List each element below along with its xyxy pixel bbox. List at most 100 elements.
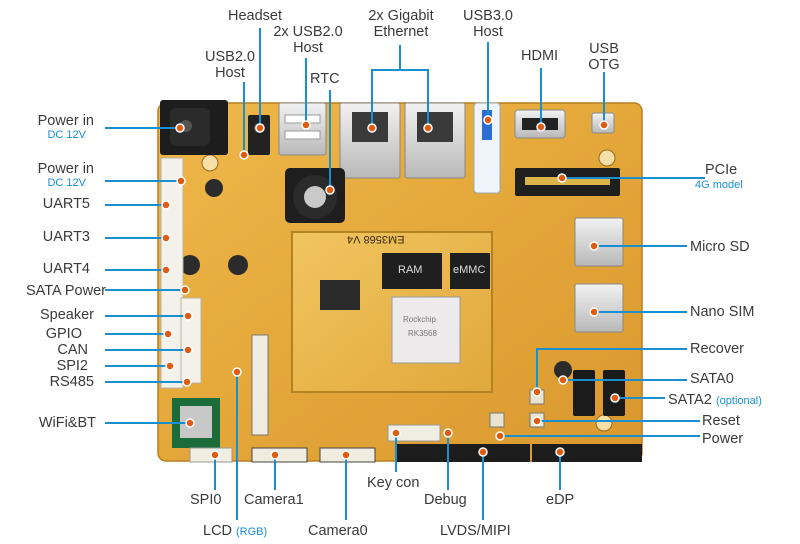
marker-dot <box>165 361 175 371</box>
marker-dot <box>557 173 567 183</box>
label-sata2-sub: (optional) <box>716 395 762 407</box>
label-camera1: Camera1 <box>244 492 304 508</box>
label-wifi-bt: WiFi&BT <box>38 415 96 431</box>
label-rtc: RTC <box>310 71 340 87</box>
marker-dot <box>423 123 433 133</box>
marker-dot <box>478 447 488 457</box>
label-sata2: SATA2 <box>668 392 712 408</box>
label-speaker: Speaker <box>39 307 94 323</box>
label-sata-power: SATA Power <box>25 283 106 299</box>
marker-dot <box>367 123 377 133</box>
marker-dot <box>270 450 280 460</box>
sata2-connector <box>603 370 625 416</box>
marker-dot <box>183 311 193 321</box>
sata0-connector <box>573 370 595 416</box>
marker-dot <box>239 150 249 160</box>
marker-dot <box>180 285 190 295</box>
lvds-header <box>395 444 530 462</box>
label-uart5: UART5 <box>42 196 90 212</box>
label-key-con: Key con <box>367 475 420 491</box>
marker-dot <box>210 450 220 460</box>
label-lvds-mipi: LVDS/MIPI <box>440 523 511 539</box>
marker-dot <box>555 447 565 457</box>
label-hdmi: HDMI <box>521 48 559 64</box>
label-usb2-left-2: Host <box>215 65 245 81</box>
marker-dot <box>495 431 505 441</box>
soc-chip <box>391 296 461 364</box>
label-usb3-2: Host <box>473 24 503 40</box>
marker-dot <box>599 120 609 130</box>
marker-dot <box>589 307 599 317</box>
marker-dot <box>161 233 171 243</box>
label-power: Power <box>702 431 744 447</box>
label-lcd-sub: (RGB) <box>236 526 268 538</box>
label-edp: eDP <box>546 492 575 508</box>
marker-dot <box>532 416 542 426</box>
marker-dot <box>183 345 193 355</box>
label-usb2-top-2: Host <box>293 40 323 56</box>
marker-dot <box>558 375 568 385</box>
soc-model-label: RK3568 <box>408 329 437 338</box>
label-micro-sd: Micro SD <box>690 239 750 255</box>
label-spi2: SPI2 <box>56 358 88 374</box>
ram-chip-label: RAM <box>398 264 423 276</box>
label-sata0: SATA0 <box>690 371 734 387</box>
label-headset: Headset <box>228 8 283 24</box>
soc-brand-label: Rockchip <box>403 315 436 324</box>
ram-chip <box>382 253 442 289</box>
key-con-connector <box>387 424 441 442</box>
label-gpio: GPIO <box>45 326 82 342</box>
marker-dot <box>610 393 620 403</box>
micro-sd-slot <box>574 217 624 267</box>
emmc-chip-label: eMMC <box>453 264 486 276</box>
headset-jack <box>248 115 270 155</box>
label-power-in-2: Power in <box>37 161 94 177</box>
marker-dot <box>532 387 542 397</box>
label-camera0: Camera0 <box>308 523 368 539</box>
marker-dot <box>161 200 171 210</box>
label-debug: Debug <box>424 492 467 508</box>
label-recover: Recover <box>690 341 744 357</box>
label-nano-sim: Nano SIM <box>690 304 755 320</box>
nano-sim-slot <box>574 283 624 333</box>
label-uart4: UART4 <box>42 261 90 277</box>
label-gbe-1: 2x Gigabit <box>368 8 434 24</box>
marker-dot <box>325 185 335 195</box>
label-usb2-top-1: 2x USB2.0 <box>273 24 343 40</box>
label-lcd: LCD <box>203 523 233 539</box>
label-usb2-left-1: USB2.0 <box>205 49 255 65</box>
marker-dot <box>161 265 171 275</box>
marker-dot <box>443 428 453 438</box>
mount-hole <box>598 149 616 167</box>
label-pcie-sub: 4G model <box>695 179 743 191</box>
label-pcie: PCIe <box>705 162 738 178</box>
lcd-connector <box>251 334 269 436</box>
marker-dot <box>589 241 599 251</box>
label-spi0: SPI0 <box>190 492 222 508</box>
label-gbe-2: Ethernet <box>373 24 429 40</box>
marker-dot <box>483 115 493 125</box>
marker-dot <box>391 428 401 438</box>
label-rs485: RS485 <box>49 374 94 390</box>
power-button <box>489 412 505 428</box>
label-reset: Reset <box>702 413 740 429</box>
label-can: CAN <box>57 342 88 358</box>
label-usbotg-1: USB <box>589 41 619 57</box>
marker-dot <box>255 123 265 133</box>
marker-dot <box>182 377 192 387</box>
marker-dot <box>185 418 195 428</box>
label-power-in-1: Power in <box>37 113 94 129</box>
marker-dot <box>175 123 185 133</box>
label-usb3-1: USB3.0 <box>463 8 513 24</box>
marker-dot <box>536 122 546 132</box>
label-uart3: UART3 <box>42 229 90 245</box>
marker-dot <box>176 176 186 186</box>
marker-dot <box>341 450 351 460</box>
marker-dot <box>163 329 173 339</box>
marker-dot <box>301 120 311 130</box>
marker-dot <box>232 367 242 377</box>
emmc-chip <box>450 253 490 289</box>
label-usbotg-2: OTG <box>588 57 620 73</box>
